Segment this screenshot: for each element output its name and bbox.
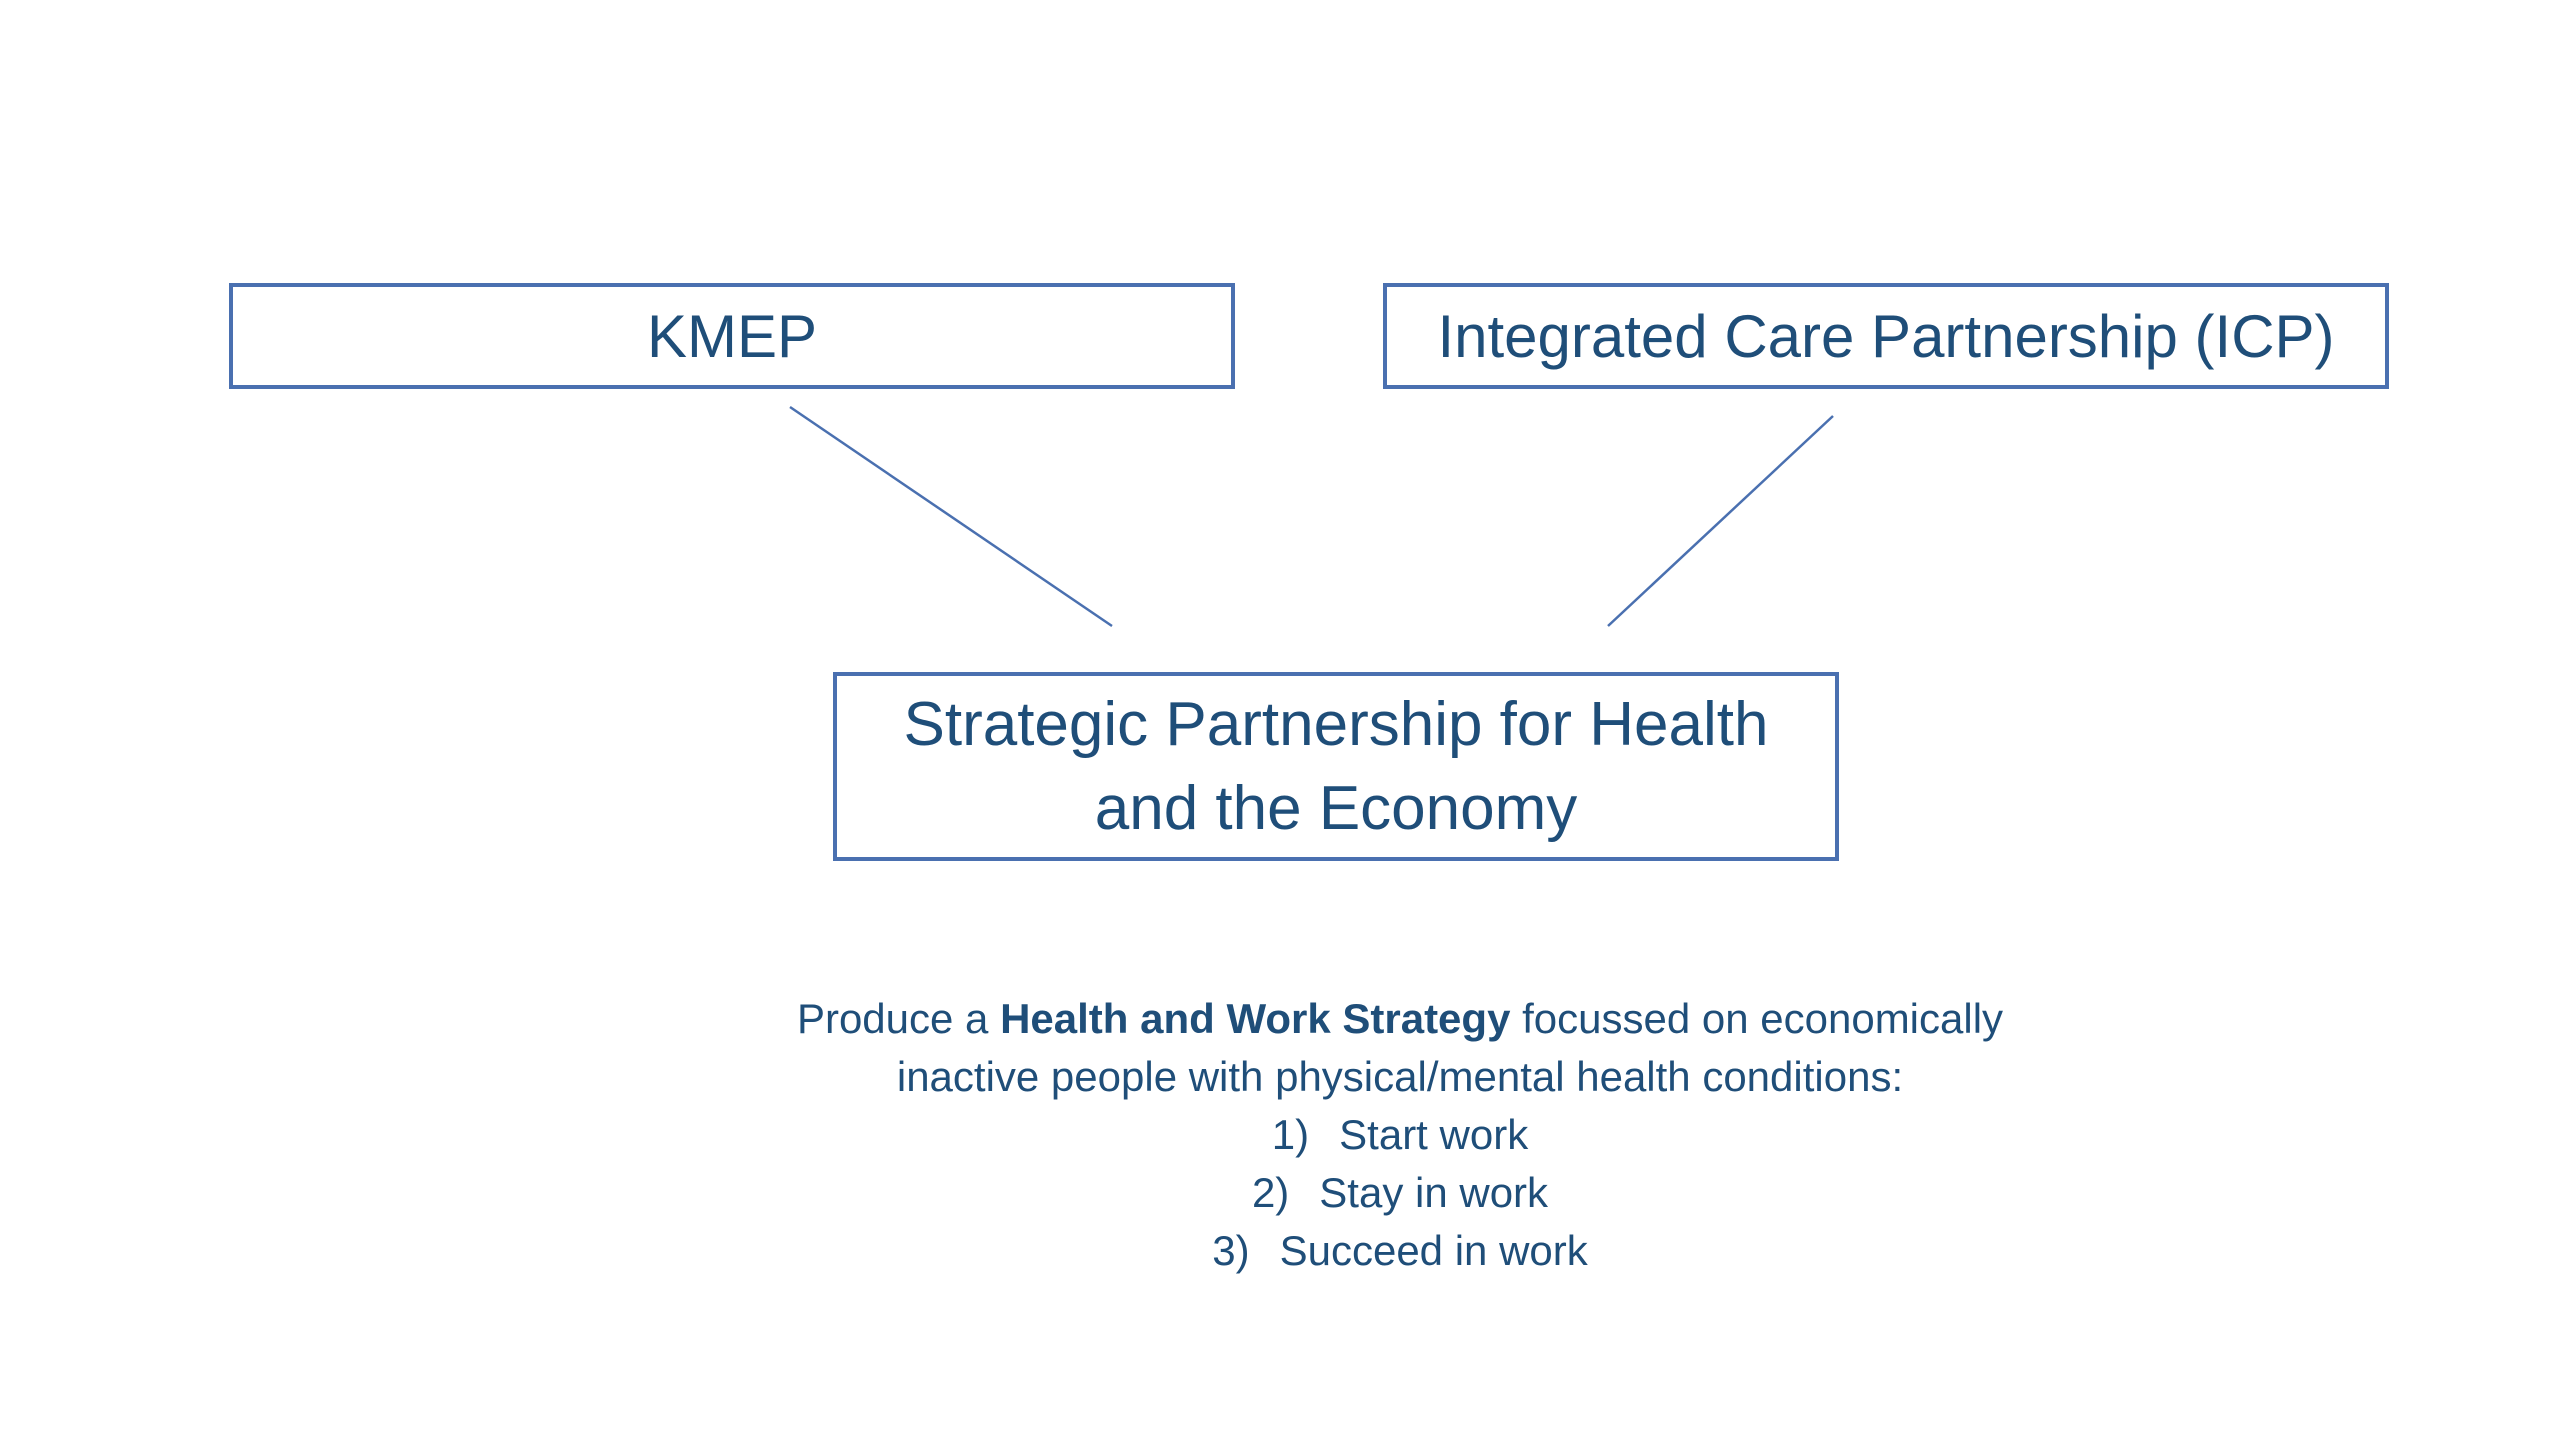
- strategy-name-bold: Health and Work Strategy: [1000, 995, 1511, 1042]
- node-strategic-label-line1: Strategic Partnership for Health: [903, 689, 1769, 759]
- connector-icp-to-strategic: [1607, 415, 1834, 627]
- node-integrated-care-partnership: Integrated Care Partnership (ICP): [1383, 283, 2389, 389]
- node-kmep-label: KMEP: [646, 302, 818, 370]
- strategy-step-number: 3): [1212, 1227, 1250, 1274]
- strategy-intro-line2: inactive people with physical/mental hea…: [896, 1053, 1904, 1100]
- connector-kmep-to-strategic: [789, 405, 1113, 628]
- strategy-intro-suffix: focussed on economically: [1510, 995, 2004, 1042]
- node-strategic-label-line2: and the Economy: [1094, 773, 1578, 843]
- strategy-steps-list: 1) Start work 2) Stay in work 3) Succeed in…: [600, 1106, 2200, 1280]
- node-kmep: KMEP: [229, 283, 1235, 389]
- strategy-step-text: Succeed in work: [1279, 1227, 1588, 1274]
- strategy-step-number: 2): [1251, 1169, 1290, 1216]
- node-icp-label: Integrated Care Partnership (ICP): [1437, 302, 2335, 370]
- strategy-step: 3) Succeed in work: [600, 1222, 2200, 1280]
- strategy-text-block: Produce a Health and Work Strategy focus…: [600, 990, 2200, 1280]
- strategy-step: 2) Stay in work: [600, 1164, 2200, 1222]
- strategy-step-text: Stay in work: [1319, 1169, 1549, 1216]
- strategy-step-number: 1): [1271, 1111, 1310, 1158]
- node-strategic-partnership: Strategic Partnership for Health and the…: [833, 672, 1839, 861]
- strategy-intro-prefix: Produce a: [796, 995, 1001, 1042]
- strategy-intro-line1: Produce a Health and Work Strategy focus…: [600, 990, 2200, 1048]
- strategy-step-text: Start work: [1339, 1111, 1529, 1158]
- strategy-step: 1) Start work: [600, 1106, 2200, 1164]
